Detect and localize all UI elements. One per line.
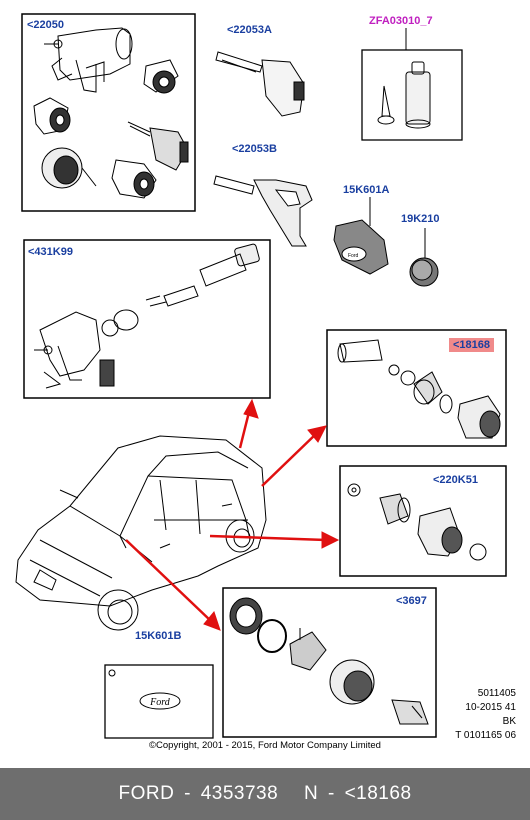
lock-cylinder-small-1 — [143, 59, 179, 94]
key-22053b — [213, 175, 313, 247]
pointer-arrows — [125, 398, 340, 631]
label-431k99: <431K99 — [28, 246, 73, 258]
ford-logo — [139, 692, 181, 710]
remote-15k601a: Ford — [333, 219, 389, 275]
card-hole-icon — [108, 669, 116, 677]
label-15k601b: 15K601B — [135, 630, 182, 642]
footer-brand: FORD — [118, 783, 175, 804]
label-22053b: <22053B — [232, 143, 277, 155]
lock-cylinder-small-4 — [111, 159, 157, 199]
label-22050: <22050 — [27, 19, 65, 31]
footer-caption: FORD - 4353738 N - <18168 — [116, 783, 413, 805]
parts-diagram: Ford — [15, 13, 507, 739]
meta-line: 5011405 — [477, 688, 516, 699]
label-19k210: 19K210 — [401, 213, 440, 225]
ignition-lock-assembly — [44, 27, 133, 93]
footer-separator: - — [327, 783, 335, 804]
svg-text:Ford: Ford — [348, 253, 359, 259]
meta-line: T 0101165 06 — [455, 730, 516, 741]
label-15k601a: 15K601A — [343, 184, 390, 196]
battery-19k210 — [409, 257, 439, 287]
label-18168: <18168 — [449, 338, 495, 352]
lock-cylinder-small-2 — [33, 97, 71, 135]
lock-set-220k51 — [347, 483, 487, 561]
lock-assembly-431k99 — [34, 243, 260, 389]
box-15k601b — [104, 664, 214, 739]
ford-logo-text: Ford — [149, 697, 171, 708]
lock-set-18168 — [337, 339, 501, 439]
meta-line: BK — [502, 716, 516, 727]
copyright-text: ©Copyright, 2001 - 2015, Ford Motor Comp… — [149, 740, 381, 751]
footer-bar: FORD - 4353738 N - <18168 — [0, 768, 530, 820]
remote-key-small — [127, 121, 189, 171]
tool-set — [377, 61, 431, 129]
label-zfa03010: ZFA03010_7 — [369, 15, 433, 27]
footer-part-number: 4353738 — [200, 783, 279, 804]
label-22053a: <22053A — [227, 24, 272, 36]
footer-part-ref: <18168 — [344, 783, 412, 804]
footer-separator: - — [184, 783, 191, 804]
label-220k51: <220K51 — [433, 474, 478, 486]
document-meta: 5011405 10-2015 41 BK T 0101165 06 — [455, 687, 516, 743]
meta-line: 10-2015 41 — [465, 702, 516, 713]
footer-code: N — [303, 783, 319, 804]
box-431k99 — [23, 239, 271, 399]
lock-set-3697 — [229, 597, 429, 725]
key-22053a — [215, 51, 305, 117]
label-3697: <3697 — [396, 595, 427, 607]
lock-cylinder-small-3 — [41, 147, 97, 189]
